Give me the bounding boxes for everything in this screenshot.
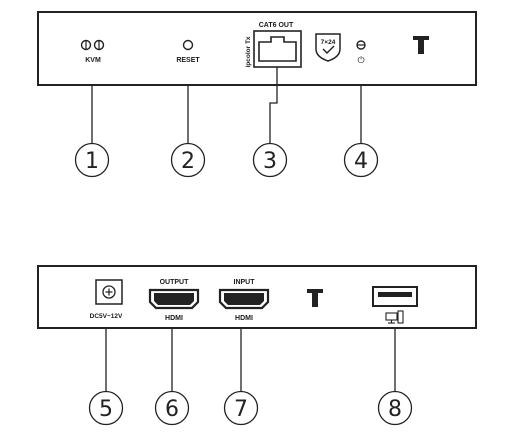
power-indicator-icon [356,40,366,50]
kvm-led-icon [80,39,105,51]
callout-1: 1 [74,142,110,178]
bottom-leader-lines [105,328,396,391]
svg-text:4: 4 [354,149,368,174]
rear-panel: DC5V~12V OUTPUT HDMI INPUT HDMI [37,265,477,329]
svg-text:3: 3 [263,149,277,174]
callout-8: 8 [377,390,413,426]
kvm-label: KVM [85,57,101,64]
svg-text:7: 7 [234,397,248,422]
front-panel: KVM RESET CAT6 OUT ipcolor Tx 7×24 ⏻ [37,11,477,86]
svg-text:6: 6 [165,397,179,422]
callout-6: 6 [154,390,190,426]
rear-panel-outline [37,265,477,329]
24-7-shield-icon: 7×24 [315,33,341,62]
svg-text:1: 1 [85,149,99,174]
svg-text:2: 2 [181,149,195,174]
output-hdmi-label: HDMI [165,315,183,322]
callout-3: 3 [252,142,288,178]
top-leader-lines [91,67,362,143]
input-hdmi-label: HDMI [235,315,253,322]
cat6-out-label: CAT6 OUT [259,22,294,29]
callout-2: 2 [170,142,206,178]
input-label: INPUT [234,279,256,286]
power-icon: ⏻ [357,55,364,66]
output-label: OUTPUT [160,279,190,286]
hdmi-input-port-icon[interactable] [218,288,270,310]
rj45-port-icon[interactable] [253,30,302,68]
svg-text:5: 5 [99,397,113,422]
svg-text:8: 8 [388,397,402,422]
usb-port-icon[interactable] [372,286,418,307]
callout-5: 5 [88,390,124,426]
logo-t-icon [413,36,429,54]
reset-label: RESET [176,57,200,64]
badge-text: 7×24 [321,39,336,46]
hdmi-output-port-icon[interactable] [148,288,200,310]
callout-4: 4 [343,142,379,178]
callout-7: 7 [223,390,259,426]
dc-jack-icon[interactable] [95,279,123,305]
computer-icon [385,310,404,324]
dc-label: DC5V~12V [90,313,123,320]
logo-t-icon [307,289,323,307]
tx-side-label: ipcolor Tx [245,36,252,67]
reset-button-icon[interactable] [182,39,194,51]
front-panel-outline [37,11,477,86]
